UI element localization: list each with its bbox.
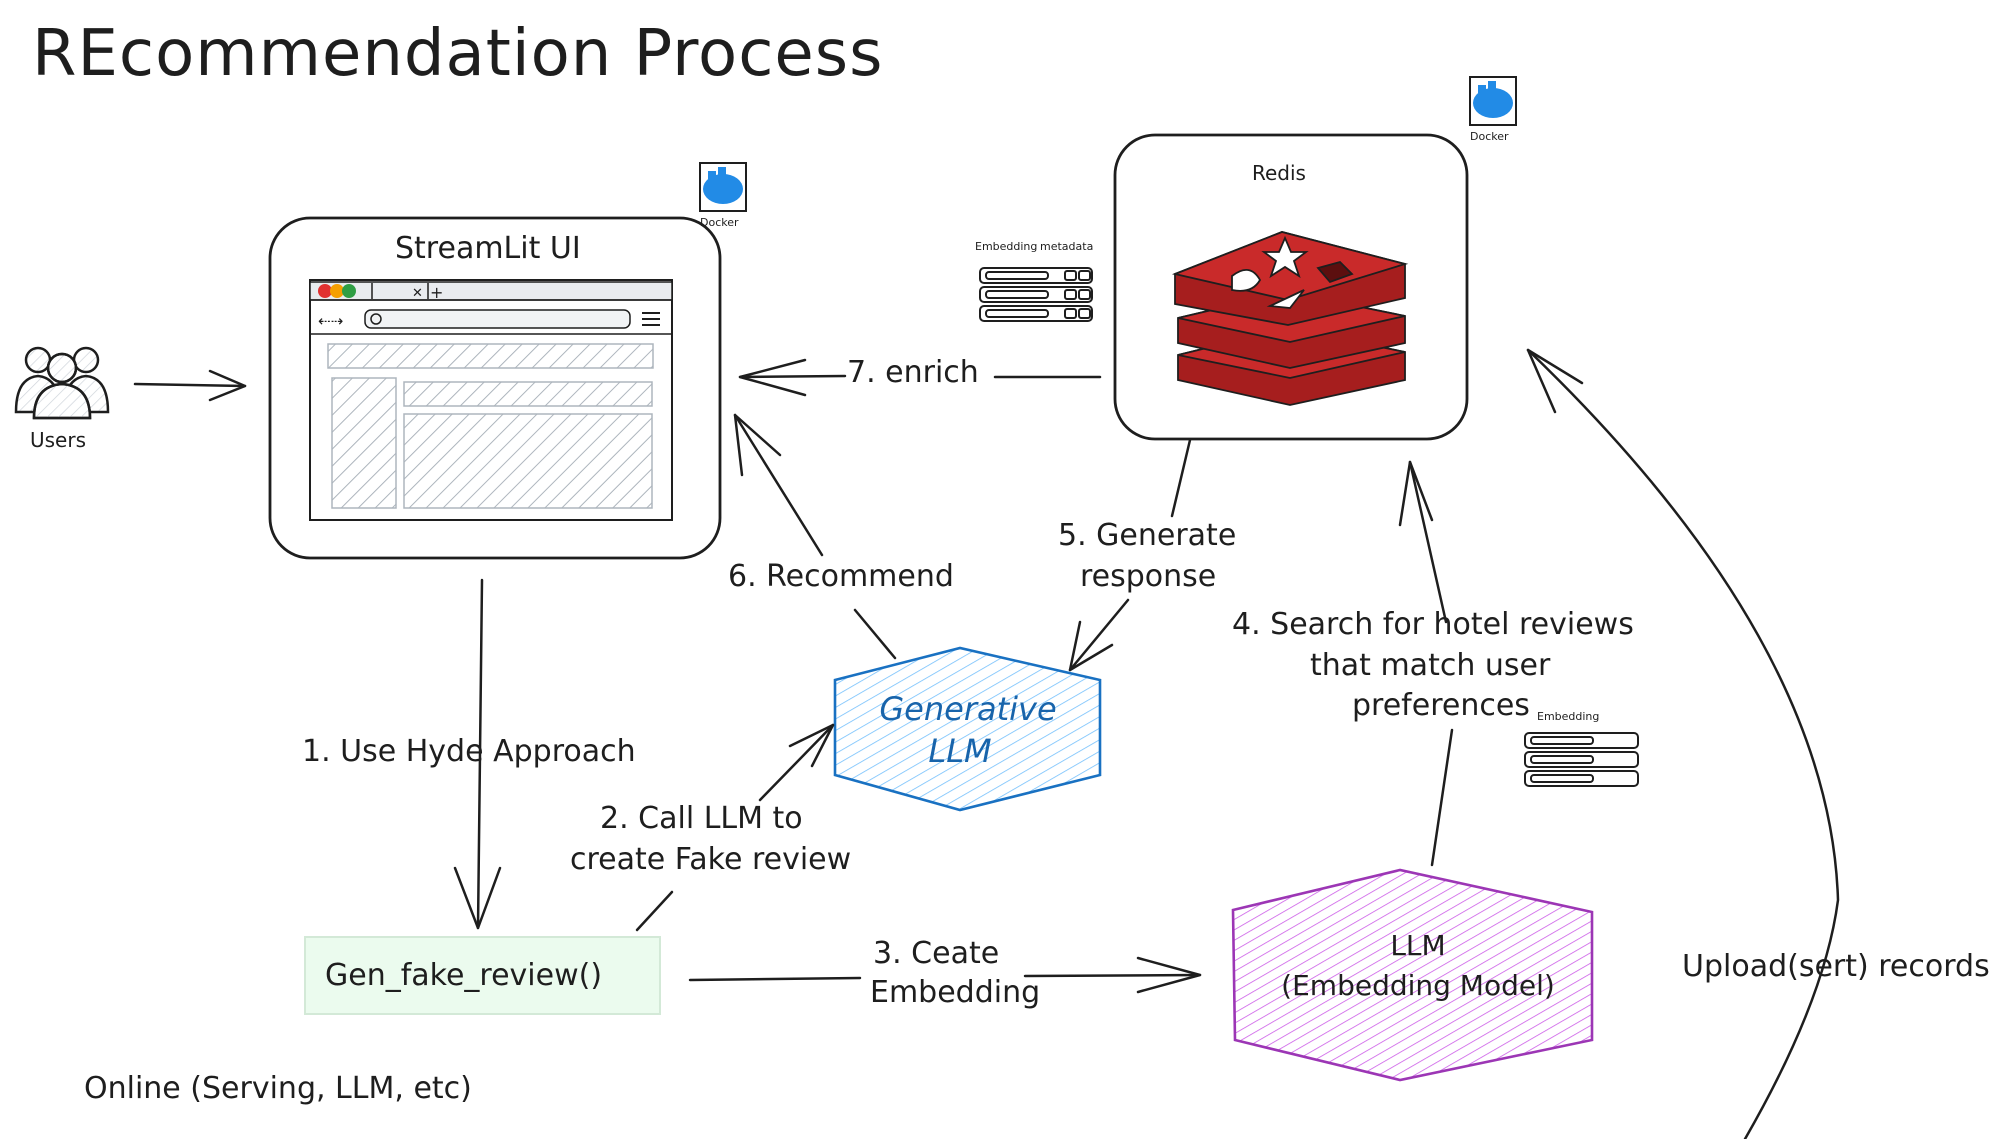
redis-logo-icon: [1171, 231, 1409, 406]
edge-step1: [453, 578, 502, 930]
embedding-llm-label-1: LLM: [1390, 929, 1445, 962]
embedding-store-label: Embedding: [1537, 710, 1599, 723]
svg-text:+: +: [430, 283, 443, 302]
generative-llm-node: Generative LLM: [833, 646, 1102, 812]
embedding-llm-label-2: (Embedding Model): [1281, 969, 1555, 1002]
streamlit-ui-label: StreamLit UI: [395, 231, 581, 266]
svg-text:✕: ✕: [412, 286, 423, 301]
edge-label-step6: 6. Recommend: [728, 559, 954, 594]
redis-node: Redis: [1113, 133, 1469, 441]
edge-label-step2-1: 2. Call LLM to: [600, 801, 803, 836]
generative-llm-label-2: LLM: [928, 732, 991, 770]
edge-label-step5-1: 5. Generate: [1058, 518, 1236, 553]
embedding-llm-hexagon: [1231, 868, 1594, 1082]
edge-step2: [635, 723, 835, 932]
redis-embedding-label: Embedding: [975, 240, 1037, 253]
users-label: Users: [30, 428, 86, 452]
users-node: Users: [14, 346, 110, 452]
edge-label-step7: 7. enrich: [847, 355, 979, 390]
redis-metadata-label: metadata: [1040, 240, 1093, 253]
edge-step7: [738, 358, 1102, 397]
svg-text:⇠⇢: ⇠⇢: [318, 312, 343, 330]
browser-wireframe-icon: ✕ + ⇠⇢: [309, 279, 673, 521]
edge-users-to-ui: [133, 369, 247, 402]
edge-label-step3-1: 3. Ceate: [873, 936, 999, 971]
redis-records-icon: Embedding metadata: [975, 240, 1093, 322]
edge-upload: [1526, 348, 1840, 1139]
redis-label: Redis: [1252, 161, 1306, 185]
gen-fake-review-box: [304, 936, 661, 1015]
edge-label-step1: 1. Use Hyde Approach: [302, 734, 636, 769]
edge-label-step5-2: response: [1080, 559, 1216, 594]
docker-label-ui: Docker: [700, 216, 739, 229]
embedding-store-icon: Embedding: [1524, 710, 1639, 787]
diagram-title: REcommendation Process: [32, 17, 883, 91]
embedding-llm-node: LLM (Embedding Model): [1231, 868, 1594, 1082]
edge-step6: [733, 413, 897, 660]
streamlit-ui-node: StreamLit UI ✕ + ⇠⇢: [268, 216, 722, 560]
generative-llm-label-1: Generative: [879, 690, 1056, 728]
generative-llm-hexagon: [833, 646, 1102, 812]
edge-step3: [688, 956, 1202, 994]
gen-fake-review-label: Gen_fake_review(): [325, 958, 602, 993]
edge-label-step2-2: create Fake review: [570, 842, 851, 877]
edge-label-step3-2: Embedding: [870, 975, 1040, 1010]
gen-fake-review-node: Gen_fake_review(): [304, 936, 661, 1015]
edge-step4: [1398, 460, 1454, 867]
edge-label-step4-2: that match user: [1310, 648, 1551, 683]
docker-icon-redis: Docker: [1469, 76, 1517, 143]
edge-step5: [1068, 438, 1192, 672]
users-icon: [14, 346, 110, 420]
edge-label-upload: Upload(sert) records: [1682, 949, 1990, 984]
docker-icon-ui: Docker: [699, 162, 747, 229]
edge-label-step4-3: preferences: [1352, 688, 1530, 723]
online-footer-label: Online (Serving, LLM, etc): [84, 1071, 472, 1106]
docker-label-redis: Docker: [1470, 130, 1509, 143]
edge-label-step4-1: 4. Search for hotel reviews: [1232, 607, 1634, 642]
